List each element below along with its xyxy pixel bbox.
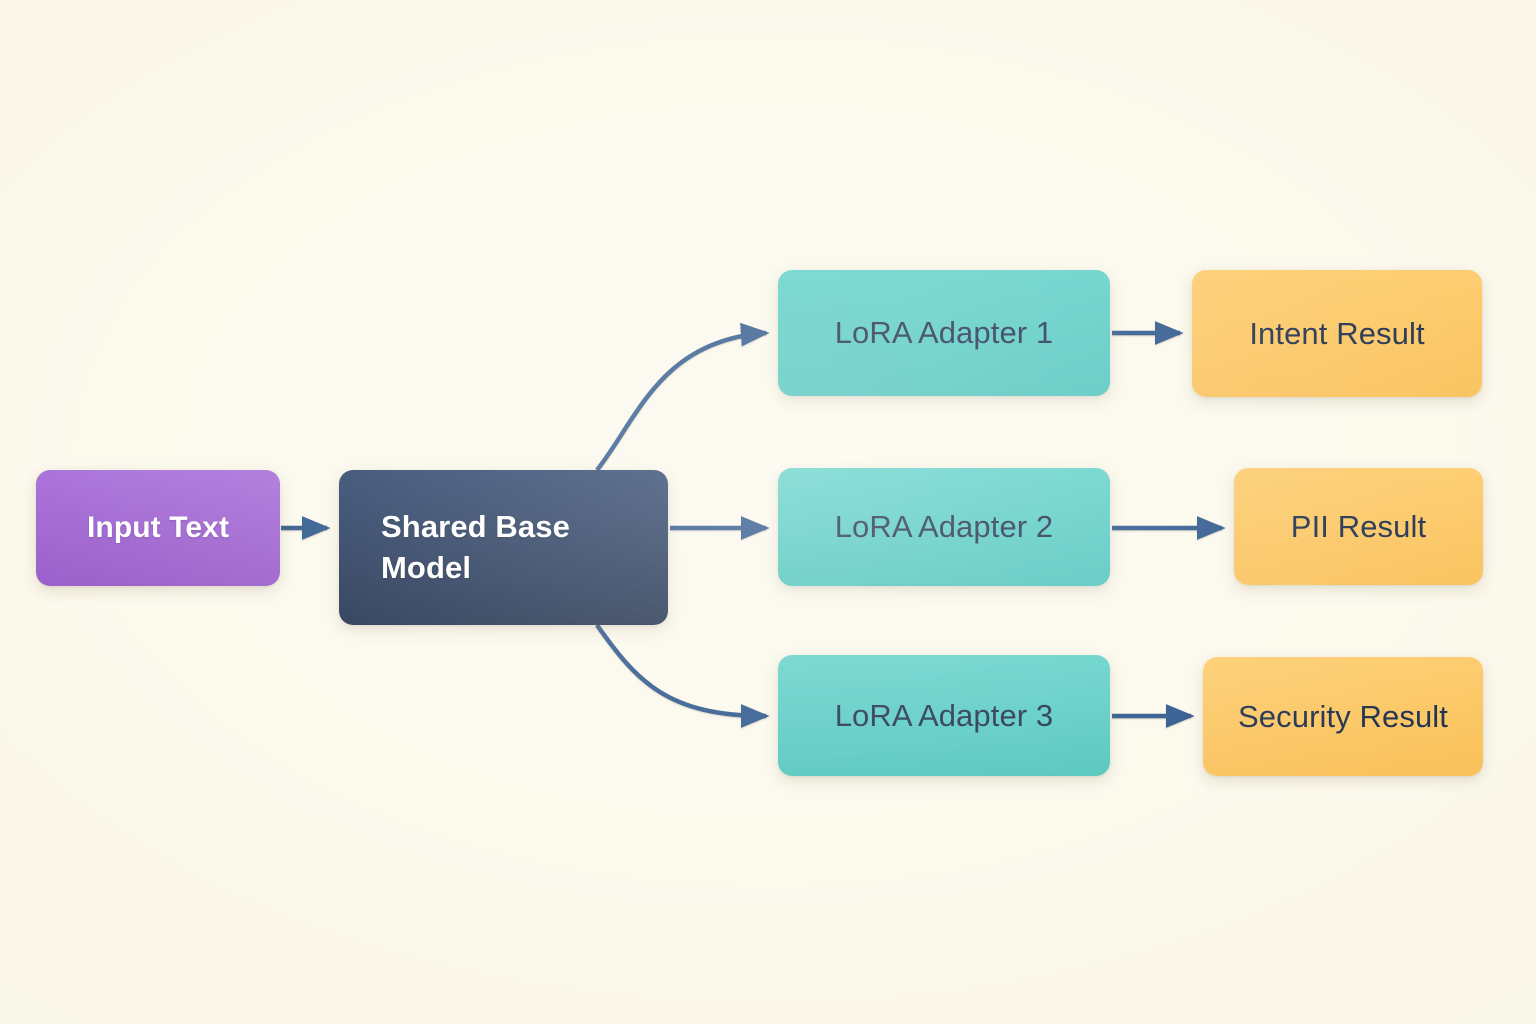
node-lora-adapter-3-label: LoRA Adapter 3 [834,697,1054,733]
node-lora-adapter-1-label: LoRA Adapter 1 [834,315,1054,350]
node-pii-result-label: PII Result [1290,508,1427,544]
node-pii-result[interactable]: PII Result [1234,468,1483,585]
node-security-result[interactable]: Security Result [1203,657,1483,776]
edge-base-to-adapter-1 [595,322,770,472]
node-intent-result[interactable]: Intent Result [1192,270,1482,397]
node-lora-adapter-2-label: LoRA Adapter 2 [834,509,1054,544]
node-shared-base-model-label: Shared Base Model [381,509,570,585]
node-security-result-label: Security Result [1238,698,1448,734]
node-shared-base-model[interactable]: Shared Base Model [339,470,668,625]
node-lora-adapter-1[interactable]: LoRA Adapter 1 [778,270,1110,396]
node-intent-result-label: Intent Result [1249,315,1425,351]
node-lora-adapter-3[interactable]: LoRA Adapter 3 [778,655,1110,776]
node-input-text[interactable]: Input Text [36,470,280,586]
node-input-text-label: Input Text [86,511,230,544]
edge-base-to-adapter-3 [595,623,770,728]
node-lora-adapter-2[interactable]: LoRA Adapter 2 [778,468,1110,586]
